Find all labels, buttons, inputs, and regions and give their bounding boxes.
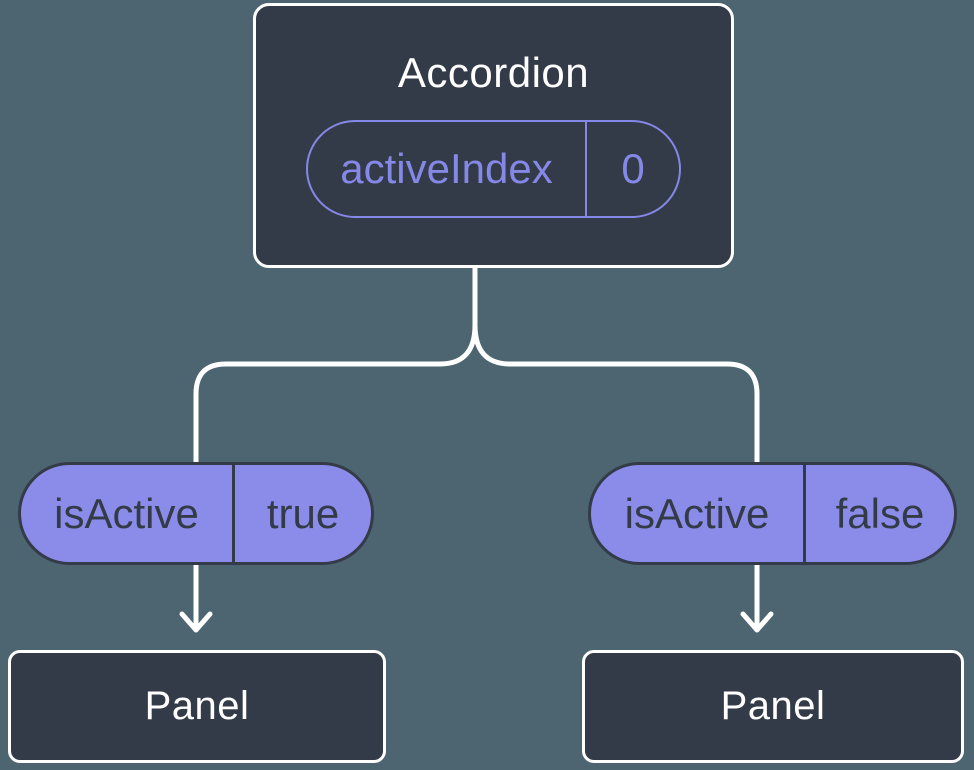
state-pill-label: activeIndex [340,145,553,192]
prop-pill-left-label: isActive [54,489,199,537]
state-pill-value: 0 [585,122,679,216]
accordion-node: Accordion activeIndex 0 [253,3,734,268]
prop-pill-right-label: isActive [624,489,770,537]
accordion-node-title: Accordion [397,49,590,96]
prop-pill-left-value: true [232,465,371,562]
panel-left-title: Panel [144,684,250,728]
prop-pill-left: isActive true [18,462,374,565]
panel-right-title: Panel [720,684,826,728]
branch-right-path [472,322,760,467]
arrow-right-head [740,611,774,633]
arrow-left-head [179,611,213,633]
panel-node-right: Panel [582,650,964,763]
prop-pill-right: isActive false [588,462,957,565]
prop-pill-right-value: false [803,465,954,562]
state-pill: activeIndex 0 [306,120,681,218]
branch-left-path [193,263,478,467]
panel-node-left: Panel [8,650,386,763]
